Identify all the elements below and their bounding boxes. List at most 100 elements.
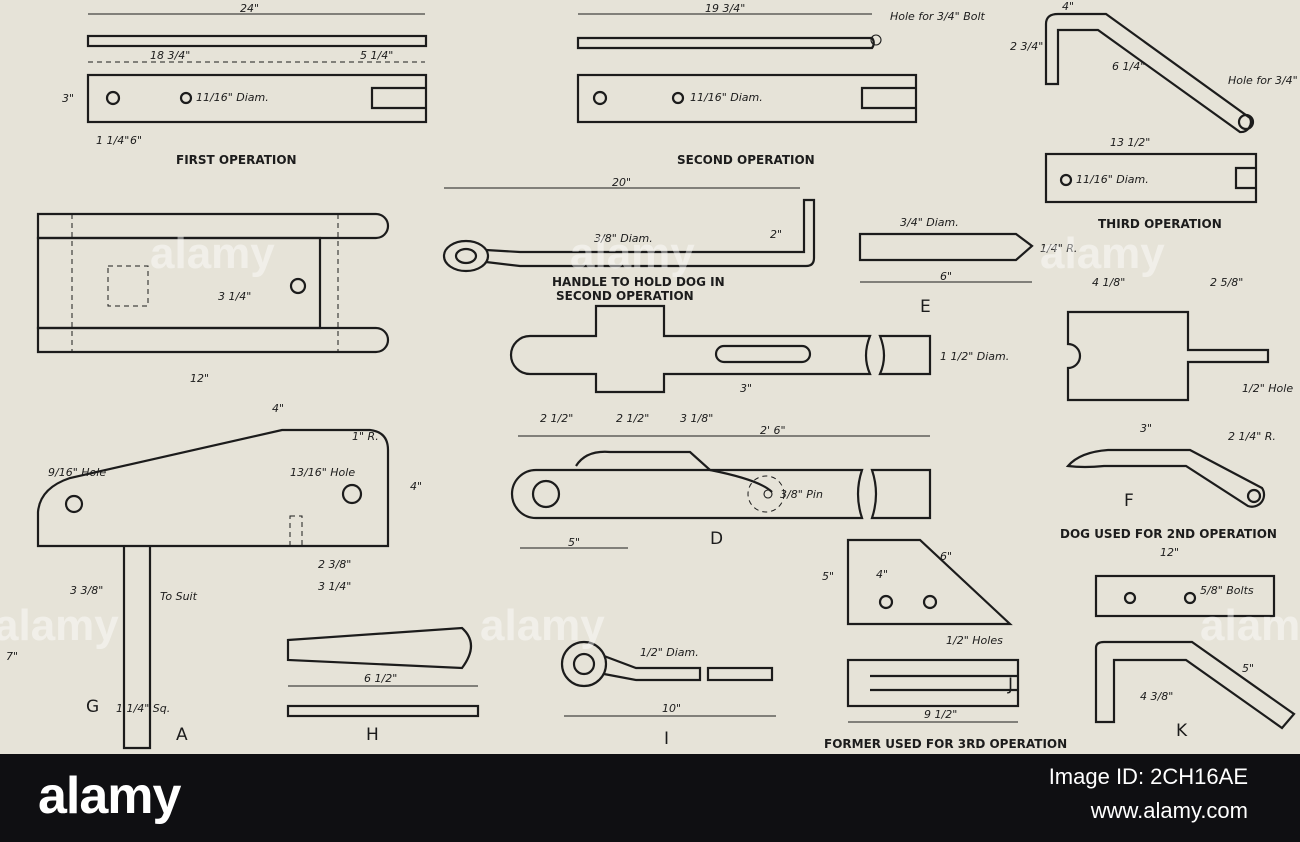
dim-2-5-8: 2 5/8" — [1210, 276, 1243, 289]
holes-1-2: 1/2" Holes — [946, 634, 1003, 647]
part-j-view: 6" 4" 5" 1/2" Holes 9 1/2" J FORMER USED… — [822, 538, 1067, 751]
dim-9-1-2: 9 1/2" — [924, 708, 957, 721]
watermark-1: alamy — [150, 229, 275, 278]
dim-3-1-8: 3 1/8" — [680, 412, 713, 425]
part-k-view: 12" 5/8" Bolts 4 3/8" 5" K — [1094, 546, 1296, 741]
dim-1-1-4: 1 1/4" — [96, 134, 129, 147]
dim-4-3-8: 4 3/8" — [1140, 690, 1173, 703]
dim-5-k: 5" — [1242, 662, 1254, 675]
part-f-plan-view: 4 1/8" 2 5/8" 1/2" Hole — [1066, 276, 1293, 402]
fixture-a-elevation-view: 4" 1" R. 9/16" Hole 13/16" Hole 4" 2 3/8… — [6, 402, 422, 750]
alamy-logo: alamy — [38, 767, 181, 825]
caption-handle-line2: SECOND OPERATION — [556, 289, 694, 303]
dim-4-height: 4" — [410, 480, 422, 493]
dim-2-handle: 2" — [770, 228, 782, 241]
dim-18-3-4: 18 3/4" — [150, 49, 190, 62]
dim-6-j: 6" — [940, 550, 952, 563]
dim-4-top: 4" — [1062, 0, 1074, 13]
dim-6-1-2: 6 1/2" — [364, 672, 397, 685]
dim-11-16-diam-3: 11/16" Diam. — [1076, 173, 1149, 186]
dim-1-1-4-sq: 1 1/4" Sq. — [116, 702, 170, 715]
dim-6: 6" — [130, 134, 142, 147]
label-i: I — [664, 729, 669, 749]
radius-1: 1" R. — [352, 430, 379, 443]
third-operation-view: 4" Hole for 3/4" Bolt 6 1/4" 2 3/4" 13 1… — [1010, 0, 1300, 231]
to-suit-label: To Suit — [160, 590, 198, 603]
caption-first-operation: FIRST OPERATION — [176, 153, 297, 167]
label-k: K — [1176, 721, 1188, 741]
dim-10: 10" — [662, 702, 681, 715]
footer-info: Image ID: 2CH16AE www.alamy.com — [1049, 764, 1248, 824]
dim-13-1-2: 13 1/2" — [1110, 136, 1150, 149]
caption-former: FORMER USED FOR 3RD OPERATION — [824, 737, 1067, 751]
watermark-6: alamy — [1200, 601, 1300, 650]
part-e-view: 3/4" Diam. 1/4" R. 6" E — [858, 216, 1077, 317]
caption-dog: DOG USED FOR 2ND OPERATION — [1060, 527, 1277, 541]
dim-2-1-2-b: 2 1/2" — [616, 412, 649, 425]
part-d-assembly-view: 3/8" Pin 5" D — [510, 450, 932, 549]
dim-6-e: 6" — [940, 270, 952, 283]
second-operation-view: 19 3/4" Hole for 3/4" Bolt 11/16" Diam. … — [576, 2, 986, 167]
label-d: D — [710, 529, 723, 549]
label-h: H — [366, 725, 379, 745]
part-h-view: 6 1/2" H — [286, 626, 480, 745]
dim-4-1-8: 4 1/8" — [1092, 276, 1125, 289]
dim-3-1-4-a: 3 1/4" — [318, 580, 351, 593]
dim-3-3-8: 3 3/8" — [70, 584, 103, 597]
dim-2-3-4: 2 3/4" — [1010, 40, 1043, 53]
fixture-a-plan-view: 3 1/4" 12" — [36, 212, 390, 385]
dim-12-k: 12" — [1160, 546, 1179, 559]
dim-20: 20" — [612, 176, 631, 189]
dim-1-1-2-diam: 1 1/2" Diam. — [940, 350, 1009, 363]
dim-3-8-diam: 3/8" Diam. — [594, 232, 653, 245]
label-a: A — [176, 725, 188, 745]
hole-for-bolt-label-3: Hole for 3/4" Bolt — [1228, 74, 1300, 87]
dim-5-j: 5" — [822, 570, 834, 583]
technical-drawing: 24" 18 3/4" 5 1/4" 11/16" Diam. 3" 1 1/4… — [0, 0, 1300, 751]
label-g: G — [86, 697, 99, 717]
dim-1-2-diam: 1/2" Diam. — [640, 646, 699, 659]
dim-12: 12" — [190, 372, 209, 385]
radius-2-1-4: 2 1/4" R. — [1228, 430, 1276, 443]
dim-3-8-f: 3" — [1140, 422, 1152, 435]
site-url-text: www.alamy.com — [1090, 798, 1248, 823]
watermark-5: alamy — [480, 601, 605, 650]
hole-9-16: 9/16" Hole — [48, 466, 106, 479]
hole-1-2: 1/2" Hole — [1242, 382, 1293, 395]
dim-24: 24" — [240, 2, 259, 15]
hole-13-16: 13/16" Hole — [290, 466, 355, 479]
label-e: E — [920, 297, 931, 317]
dim-4-a: 4" — [272, 402, 284, 415]
dim-5-1-4: 5 1/4" — [360, 49, 393, 62]
dim-3-1-4: 3 1/4" — [218, 290, 251, 303]
stock-footer-bar: alamy Image ID: 2CH16AE www.alamy.com — [0, 754, 1300, 842]
label-j: J — [1007, 675, 1013, 695]
watermark-2: alamy — [570, 229, 695, 278]
dim-2-6: 2' 6" — [760, 424, 786, 437]
bolts-5-8: 5/8" Bolts — [1200, 584, 1254, 597]
dim-7: 7" — [6, 650, 18, 663]
label-f: F — [1124, 491, 1134, 511]
dim-3-slot: 3" — [740, 382, 752, 395]
dim-4-j: 4" — [876, 568, 888, 581]
caption-handle-line1: HANDLE TO HOLD DOG IN — [552, 275, 725, 289]
watermark-3: alamy — [1040, 229, 1165, 278]
part-f-side-view: 3" 2 1/4" R. F DOG USED FOR 2ND OPERATIO… — [1060, 422, 1277, 541]
first-operation-view: 24" 18 3/4" 5 1/4" 11/16" Diam. 3" 1 1/4… — [62, 2, 428, 167]
dim-2-3-8: 2 3/8" — [318, 558, 351, 571]
dim-2-1-2: 2 1/2" — [540, 412, 573, 425]
dim-11-16-diam: 11/16" Diam. — [196, 91, 269, 104]
caption-second-operation: SECOND OPERATION — [677, 153, 815, 167]
dim-19-3-4: 19 3/4" — [705, 2, 745, 15]
image-id-text: Image ID: 2CH16AE — [1048, 764, 1248, 789]
watermark-4: alamy — [0, 601, 119, 650]
part-d-bar-view: 1 1/2" Diam. 3" 2 1/2" 2 1/2" 3 1/8" 2' … — [509, 304, 1009, 437]
part-i-view: 1/2" Diam. 10" I — [560, 640, 776, 749]
pin-3-8: 3/8" Pin — [780, 488, 823, 501]
dim-6-1-4: 6 1/4" — [1112, 60, 1145, 73]
handle-view: 20" 3/8" Diam. 2" HANDLE TO HOLD DOG IN … — [442, 176, 816, 303]
dim-11-16-diam-2: 11/16" Diam. — [690, 91, 763, 104]
dim-3: 3" — [62, 92, 74, 105]
radius-1-4: 1/4" R. — [1040, 242, 1077, 255]
